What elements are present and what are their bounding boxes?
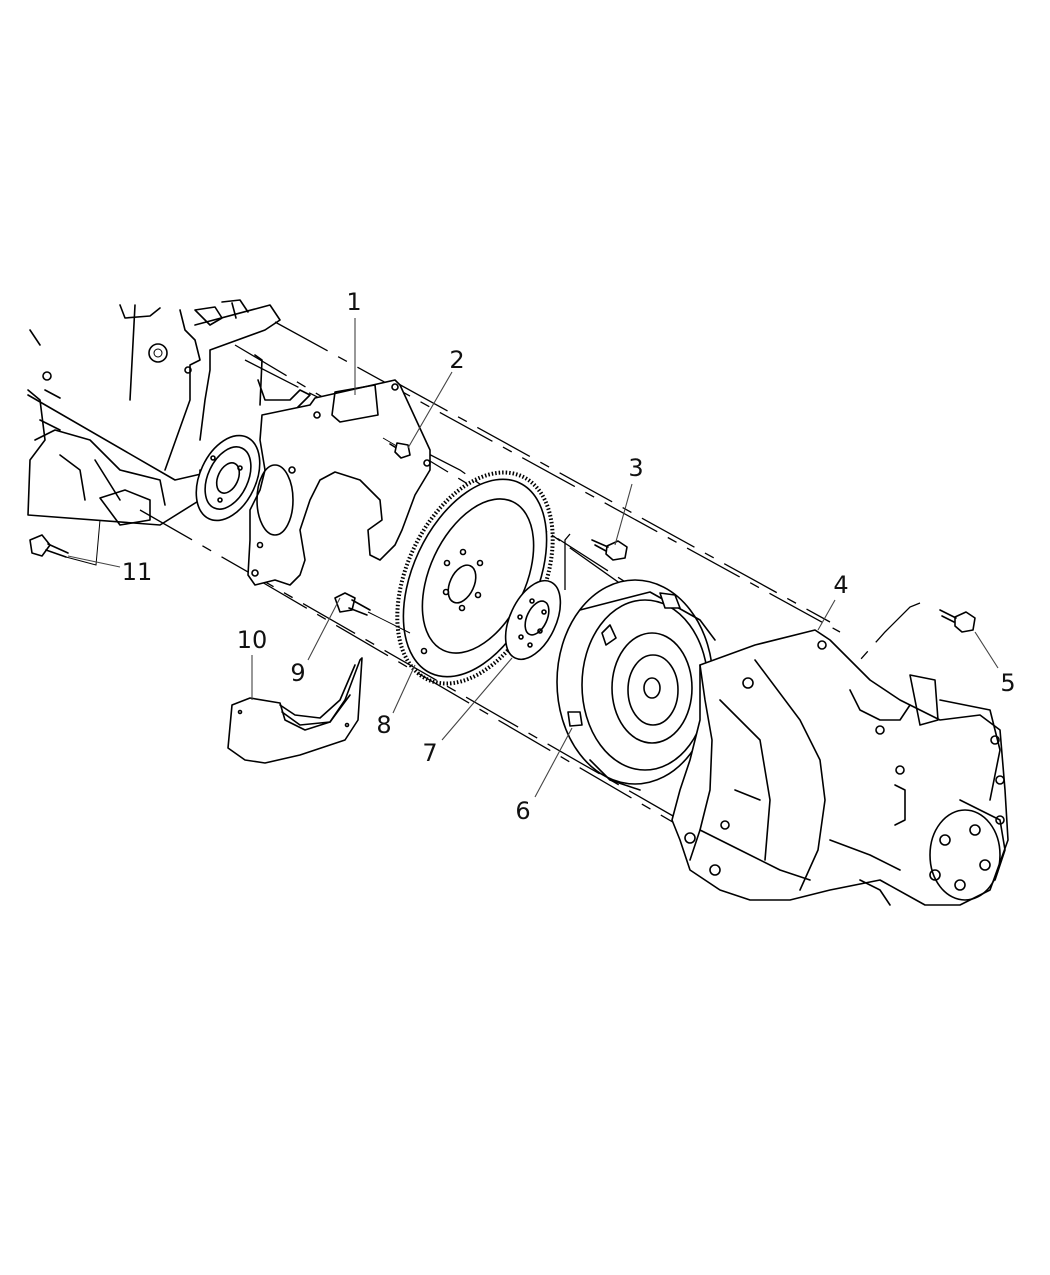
- backing-plate: [504, 579, 562, 661]
- transaxle: [671, 629, 1009, 906]
- callout-2: 2: [449, 346, 465, 374]
- callout-3: 3: [628, 454, 644, 482]
- engine-bolt: [29, 519, 101, 566]
- callout-7: 7: [422, 739, 438, 767]
- leader-lines: [67, 318, 999, 798]
- plate-bolt: [382, 437, 411, 459]
- callout-5: 5: [1000, 669, 1016, 697]
- transaxle-mounting-bolt: [859, 602, 976, 661]
- callout-11: 11: [121, 558, 153, 586]
- callout-8: 8: [376, 711, 392, 739]
- flexplate-bolt: [334, 592, 411, 634]
- callout-10: 10: [236, 626, 268, 654]
- inspection-cover: [227, 657, 363, 764]
- callout-1: 1: [346, 288, 362, 316]
- callout-6: 6: [515, 797, 531, 825]
- torque-converter-bolt: [564, 533, 628, 590]
- callout-4: 4: [833, 571, 849, 599]
- callout-9: 9: [290, 659, 306, 687]
- adapter-plate: [247, 379, 431, 586]
- rear-main-seal: [195, 434, 261, 522]
